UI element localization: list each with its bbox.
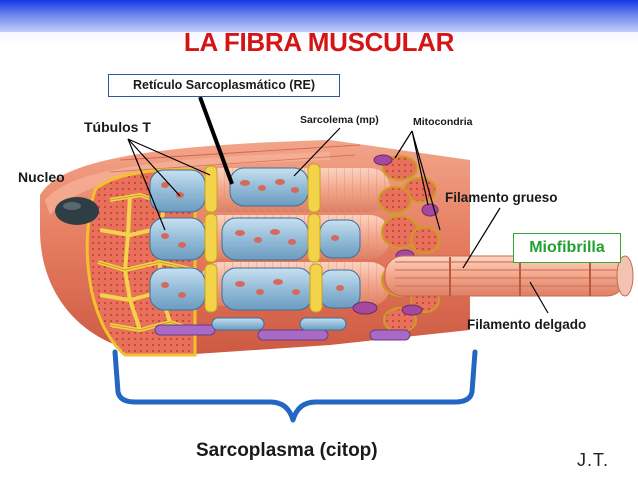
nucleus-shape xyxy=(55,197,99,225)
label-miofibrilla: Miofibrilla xyxy=(513,233,621,263)
label-nucleo: Nucleo xyxy=(18,169,65,185)
label-filamento-grueso: Filamento grueso xyxy=(445,190,558,205)
label-mitocondria: Mitocondria xyxy=(413,116,473,128)
myofibril-bundle xyxy=(149,154,440,341)
leader-lines xyxy=(127,96,549,314)
author-initials: J.T. xyxy=(577,450,610,470)
label-sarcolema: Sarcolema (mp) xyxy=(300,114,379,126)
label-tubulos-t: Túbulos T xyxy=(84,119,151,135)
label-reticulo-sarcoplasmatico: Retículo Sarcoplasmático (RE) xyxy=(108,74,340,97)
label-filamento-delgado: Filamento delgado xyxy=(467,317,587,332)
sarcoplasm-brace xyxy=(112,349,478,423)
label-sarcoplasma: Sarcoplasma (citop) xyxy=(196,440,378,461)
page-title: LA FIBRA MUSCULAR xyxy=(183,27,455,57)
